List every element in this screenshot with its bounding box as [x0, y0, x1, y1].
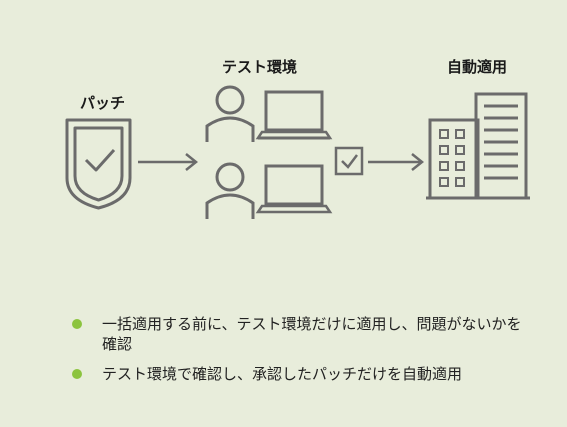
- auto-apply-label: 自動適用: [447, 58, 508, 76]
- bullet-list: 一括適用する前に、テスト環境だけに適用し、問題がないかを確認 テスト環境で確認し…: [72, 314, 532, 394]
- bullet-text: テスト環境で確認し、承認したパッチだけを自動適用: [102, 365, 463, 383]
- laptop-icon: [255, 90, 333, 140]
- person-icon: [205, 85, 255, 142]
- bullet-text: 一括適用する前に、テスト環境だけに適用し、問題がないかを確認: [102, 315, 522, 353]
- person-icon: [205, 162, 255, 219]
- laptop-icon: [255, 164, 333, 214]
- shield-check-icon: [65, 118, 132, 210]
- list-item: テスト環境で確認し、承認したパッチだけを自動適用: [72, 364, 532, 384]
- test-environment-label: テスト環境: [222, 58, 298, 76]
- building-windows: [439, 129, 465, 187]
- building-icon: [426, 92, 530, 200]
- checkbox-checked-icon: [334, 146, 364, 176]
- bullet-dot-icon: [72, 319, 82, 329]
- building-stripes: [484, 104, 518, 180]
- list-item: 一括適用する前に、テスト環境だけに適用し、問題がないかを確認: [72, 314, 532, 354]
- bullet-dot-icon: [72, 369, 82, 379]
- arrow-to-test-env-icon: [138, 153, 199, 171]
- arrow-to-auto-apply-icon: [368, 153, 425, 171]
- patch-label: パッチ: [80, 94, 126, 112]
- patch-flow-diagram: [65, 85, 530, 219]
